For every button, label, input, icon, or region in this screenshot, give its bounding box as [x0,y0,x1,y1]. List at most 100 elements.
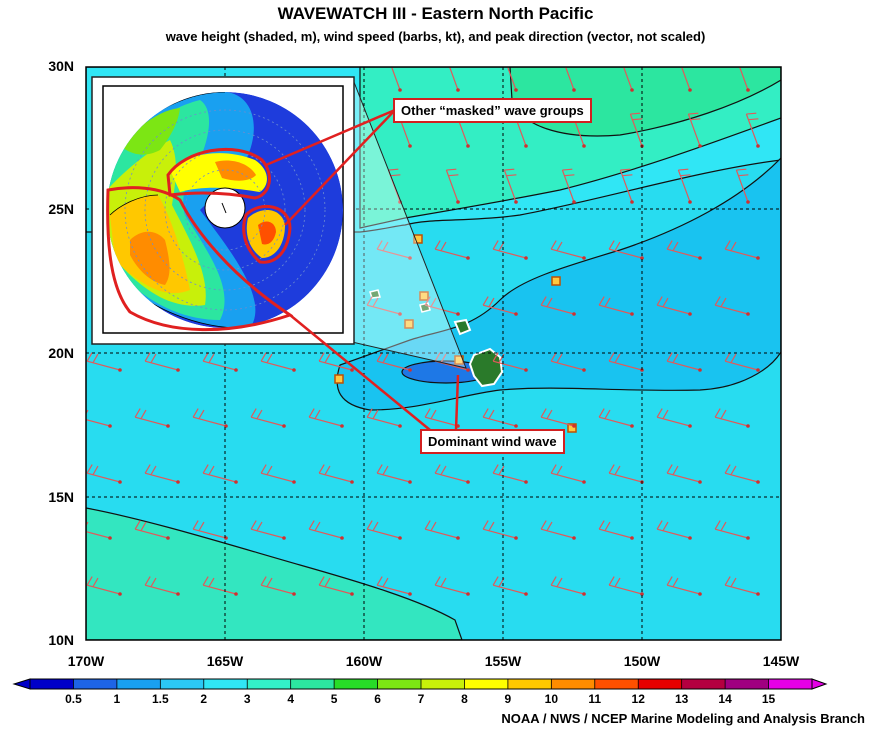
colorbar-tick-label: 3 [243,692,251,706]
map-subtitle: wave height (shaded, m), wind speed (bar… [165,29,706,44]
wind-barb [598,520,634,540]
colorbar-tick-label: 15 [761,692,776,706]
masked-groups-callout: Other “masked” wave groups [393,98,592,123]
wind-barb [666,576,702,596]
colorbar-swatch [203,679,248,689]
colorbar-swatch [73,679,118,689]
colorbar-tick-label: 8 [461,692,468,706]
wind-barb [250,408,286,428]
wind-barb [144,576,180,596]
spectrum-masked-north [170,153,267,192]
colorbar-tick-label: 4 [287,692,294,706]
wind-barb [376,464,412,484]
wind-barb [540,520,576,540]
wind-barb [192,520,228,540]
wind-barb [503,168,518,204]
kauai-island [369,289,381,299]
wind-barb [482,408,518,428]
spectrum-masked-north-core [215,160,256,181]
colorbar [12,678,828,690]
wind-barb [687,112,702,148]
wind-barb [745,112,760,148]
wind-barb [318,352,354,372]
wind-barb [564,67,576,92]
wind-barb [424,520,460,540]
wind-barb [550,464,586,484]
colorbar-tick-label: 1 [113,692,121,706]
wind-barb [714,408,750,428]
wind-barb [434,240,470,260]
lon-label-150w: 150W [623,653,661,669]
credit-text: NOAA / NWS / NCEP Marine Modeling and An… [501,711,865,726]
wind-barb [390,67,402,92]
buoy-marker [551,276,561,286]
lat-label-15n: 15N [48,489,74,505]
wind-barb [86,352,122,372]
wind-barb [666,352,702,372]
wind-barb [260,464,296,484]
wind-barb [482,520,518,540]
colorbar-max-arrow [811,678,828,690]
wind-barb [445,168,460,204]
wind-barb [86,521,112,540]
wave-band-3m-southwest [86,507,463,640]
wind-barb [434,464,470,484]
wind-barb [550,240,586,260]
maui-island [453,318,472,336]
lon-label-170w: 170W [67,653,105,669]
colorbar-swatch [464,679,509,689]
colorbar-tick-label: 7 [417,692,425,706]
wind-barb [86,409,112,428]
buoy-marker [567,423,577,433]
wind-barb [629,112,644,148]
spectrum-west-peak [130,231,170,285]
map-frame [85,66,782,641]
wind-barb [506,67,518,92]
wind-barb [376,240,412,260]
wind-barb [608,240,644,260]
wind-barb [561,168,576,204]
wind-barb [144,352,180,372]
callout-leaders [265,108,460,431]
wind-barb [656,296,692,316]
wind-barb [738,67,750,92]
colorbar-swatch [638,679,683,689]
wind-barb [724,352,760,372]
wind-barb [192,408,228,428]
colorbar-tick-label: 0.5 [65,692,82,706]
colorbar-swatch [377,679,422,689]
colorbar-swatch [551,679,596,689]
map-title: WAVEWATCH III - Eastern North Pacific [277,4,594,23]
colorbar-swatch [30,679,74,689]
colorbar-tick-label: 10 [544,692,558,706]
lat-label-30n: 30N [48,58,74,74]
colorbar-tick-label: 5 [330,692,338,706]
wind-barb [550,576,586,596]
wind-barb [482,296,518,316]
wind-barb [622,67,634,92]
spectrum-masked-north-outline [166,147,271,200]
buoy-marker [334,374,344,384]
colorbar-swatch [247,679,292,689]
wind-barb [202,352,238,372]
colorbar-tick-label: 1.5 [151,692,169,706]
wind-barb [448,67,460,92]
wind-barb [666,464,702,484]
buoy-marker [413,234,423,244]
colorbar-swatch [334,679,379,689]
wind-barb [656,520,692,540]
colorbar-swatch [594,679,639,689]
wind-barb [677,168,692,204]
lon-label-145w: 145W [762,653,800,669]
colorbar-swatch [768,679,813,689]
wind-barb [86,464,122,484]
lon-label-165w: 165W [206,653,244,669]
wind-barb [724,240,760,260]
wind-barb [666,240,702,260]
colorbar-tick-label: 9 [504,692,512,706]
hawaii-big-island [468,347,504,388]
wind-barb [134,520,170,540]
wind-barb [714,520,750,540]
spectrum-inset [91,76,355,345]
wind-barb [144,464,180,484]
